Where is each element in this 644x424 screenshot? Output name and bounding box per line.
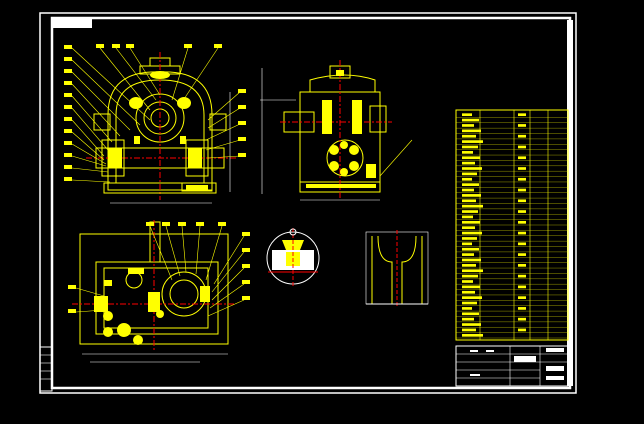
front-view-balloons — [64, 44, 246, 181]
bom-row-text — [462, 210, 478, 213]
bom-row-text — [462, 247, 479, 251]
bom-row-material — [518, 156, 526, 160]
bom-row-text — [462, 177, 472, 181]
bom-row-text — [462, 323, 481, 326]
bom-row-material — [518, 231, 526, 235]
bom-row-text — [462, 172, 477, 176]
bom-row-material — [518, 242, 526, 246]
bom-row-text — [462, 296, 482, 299]
detail-view-section — [365, 230, 429, 308]
bom-row-text — [462, 145, 478, 149]
top-view-fills — [94, 268, 210, 345]
bom-row-material — [518, 285, 526, 289]
bom-row-text — [462, 140, 483, 143]
title-block — [455, 345, 569, 387]
frame-tab — [52, 18, 92, 28]
bom-row-text — [462, 307, 472, 310]
bom-row-text — [462, 328, 476, 332]
top-view — [72, 220, 236, 363]
bom-row-text — [462, 312, 479, 316]
bom-row-text — [462, 285, 480, 289]
bom-row-material — [518, 167, 526, 170]
bom-row-material — [518, 307, 526, 310]
bom-row-material — [518, 188, 526, 192]
bom-row-text — [462, 242, 472, 246]
bom-row-text — [462, 188, 474, 192]
bom-row-material — [518, 274, 526, 278]
bom-row-text — [462, 194, 481, 197]
top-view-leaders — [75, 225, 245, 317]
bom-row-text — [462, 118, 479, 122]
bom-row-text — [462, 280, 473, 283]
bom-row-text — [462, 274, 478, 278]
revision-block — [39, 346, 53, 392]
bom-row-material — [518, 124, 526, 127]
side-view-fills — [306, 70, 376, 188]
bom-row-text — [462, 226, 475, 230]
bom-row-text — [462, 113, 472, 117]
bom-row-text — [462, 231, 482, 235]
bom-row-text — [462, 301, 477, 305]
revision-block-lines — [40, 354, 52, 380]
bom-row-material — [518, 220, 526, 224]
bom-row-material — [518, 253, 526, 256]
bom-row-material — [518, 264, 526, 267]
bom-row-text — [462, 215, 473, 219]
detail-view-circle — [266, 228, 320, 288]
bom-row-text — [462, 333, 483, 337]
bom-row-text — [462, 124, 474, 127]
bom-rows — [456, 113, 568, 339]
bom-row-text — [462, 220, 480, 224]
right-strip — [567, 20, 573, 386]
bom-row-material — [518, 296, 526, 299]
bom-row-material — [518, 113, 526, 117]
bom-row-text — [462, 134, 476, 138]
bom-row-text — [462, 151, 473, 154]
bom-row-material — [518, 328, 526, 332]
bom-row-material — [518, 210, 526, 213]
bom-row-material — [518, 145, 526, 149]
sheet-border — [39, 12, 577, 394]
top-view-balloons — [68, 222, 250, 313]
bom-row-text — [462, 253, 474, 256]
bom-table — [455, 109, 569, 341]
bom-row-text — [462, 167, 482, 170]
bom-row-text — [462, 204, 483, 208]
front-view-leaders — [71, 47, 241, 183]
bom-row-text — [462, 258, 481, 262]
bom-row-text — [462, 264, 476, 267]
bom-row-text — [462, 161, 475, 165]
bom-row-material — [518, 199, 526, 203]
bom-row-text — [462, 237, 477, 240]
front-view-fills — [108, 71, 208, 190]
bom-row-text — [462, 183, 479, 186]
bom-row-material — [518, 317, 526, 321]
bom-row-text — [462, 317, 474, 321]
side-view — [260, 60, 413, 201]
bom-row-text — [462, 129, 481, 133]
bom-row-material — [518, 134, 526, 138]
bom-row-text — [462, 199, 476, 203]
bom-row-material — [518, 177, 526, 181]
bom-row-text — [462, 269, 483, 273]
bom-row-text — [462, 156, 480, 160]
bom-row-text — [462, 290, 475, 294]
